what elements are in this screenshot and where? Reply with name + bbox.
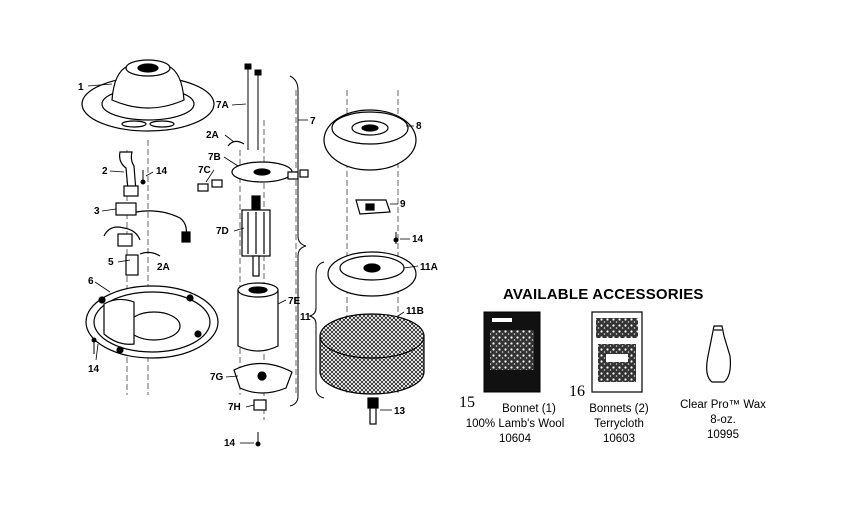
callout-7A: 7A [216, 100, 229, 111]
callout-13: 13 [394, 406, 406, 417]
callout-7C: 7C [198, 165, 211, 176]
part-13-screw [367, 397, 379, 425]
callout-6: 6 [88, 276, 94, 287]
accessory-3-detail: 8-oz. [710, 414, 736, 426]
part-7H-bearing [253, 399, 267, 411]
part-3-switch [115, 202, 191, 243]
part-7E-field-housing [237, 282, 279, 352]
part-8-bearing-cap [323, 109, 417, 171]
accessories-heading: AVAILABLE ACCESSORIES [503, 286, 704, 303]
part-6-base [85, 285, 219, 359]
callout-2: 2 [102, 166, 108, 177]
accessory-3-name: Clear Pro™ Wax [680, 399, 766, 411]
accessory-2-detail: Terrycloth [594, 418, 644, 430]
accessory-3-label: Clear Pro™ Wax 8-oz. 10995 [668, 398, 778, 443]
part-1-hood [81, 59, 215, 132]
callout-7D: 7D [216, 226, 229, 237]
part-2A-wire-top [227, 140, 245, 147]
accessory-2-label: Bonnets (2) Terrycloth 10603 [574, 402, 664, 447]
part-11-bracket [308, 261, 325, 399]
callout-8: 8 [416, 121, 422, 132]
callout-7: 7 [310, 116, 316, 127]
accessory-1-number: 15 [459, 394, 475, 411]
callout-11: 11 [300, 312, 311, 323]
wax-bottle-icon [706, 325, 731, 383]
terrycloth-bonnet-package-icon [591, 311, 643, 393]
part-7-bracket [289, 75, 307, 407]
callout-2A-top: 2A [206, 130, 219, 141]
callout-14-b: 14 [88, 364, 100, 375]
callout-7H: 7H [228, 402, 241, 413]
accessory-1-detail: 100% Lamb's Wool [465, 418, 565, 430]
callout-5: 5 [108, 257, 114, 268]
accessory-2-number: 16 [569, 383, 585, 400]
part-11A-drive-block [327, 251, 417, 297]
callout-1: 1 [78, 82, 84, 93]
callout-3: 3 [94, 206, 100, 217]
accessory-1-part: 10604 [499, 433, 531, 445]
callout-7G: 7G [210, 372, 224, 383]
accessory-2-name: Bonnets (2) [589, 403, 649, 415]
part-14-screws [91, 170, 399, 447]
part-11B-pad [319, 313, 425, 395]
part-7D-armature [241, 195, 271, 277]
accessory-1-label: Bonnet (1) 100% Lamb's Wool 10604 [460, 402, 570, 447]
callout-7B: 7B [208, 152, 221, 163]
callout-14-d: 14 [412, 234, 424, 245]
wool-bonnet-package-icon [483, 311, 541, 393]
part-9-clip [355, 199, 391, 215]
callout-9: 9 [400, 199, 406, 210]
part-7G-bottom-bracket [233, 362, 293, 394]
leader-lines [87, 83, 419, 444]
callout-11B: 11B [406, 306, 424, 317]
callout-14-c: 14 [224, 438, 236, 449]
callout-2A-bottom: 2A [157, 262, 170, 273]
callout-11A: 11A [420, 262, 438, 273]
part-2-handle-socket [119, 151, 139, 197]
callout-labels: 1 2 14 3 2A 5 6 14 7A 7 2A 7B 7C 7D 7E 7… [78, 82, 438, 449]
part-7A-bolts [244, 63, 262, 150]
accessory-1-name: Bonnet (1) [502, 403, 556, 415]
accessory-2-part: 10603 [603, 433, 635, 445]
part-7B-top-bracket [231, 161, 293, 183]
callout-7E: 7E [288, 296, 301, 307]
accessory-3-part: 10995 [707, 429, 739, 441]
callout-14-a: 14 [156, 166, 168, 177]
